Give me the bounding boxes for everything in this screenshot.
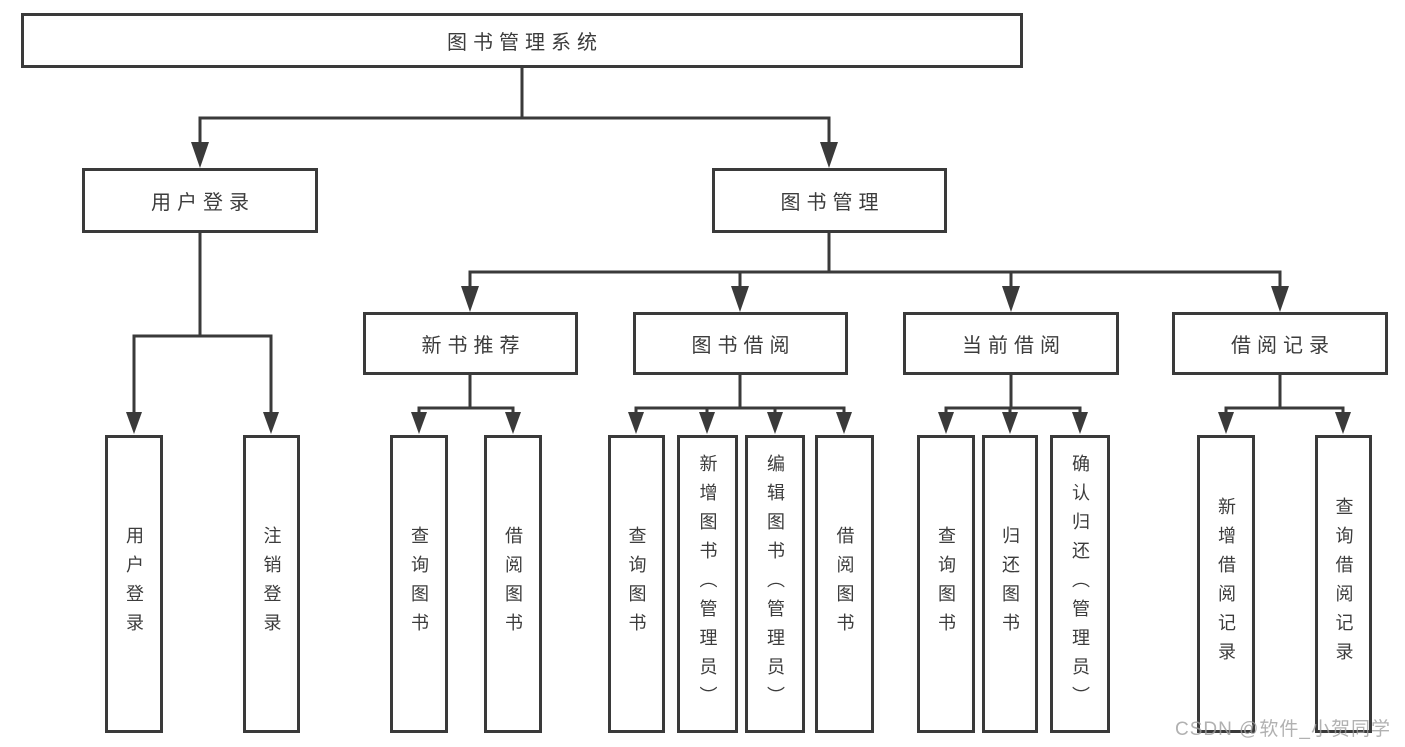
node-borrowing-records: 借阅记录 [1172,312,1388,375]
leaf-query-borrow-record: 查询借阅记录 [1315,435,1372,733]
leaf-label: 编辑图书（管理员） [765,453,785,715]
leaf-label: 新增图书（管理员） [697,453,718,715]
leaf-query-books-1: 查询图书 [390,435,448,733]
node-root-system: 图书管理系统 [21,13,1023,68]
leaf-label: 归还图书 [1000,526,1020,642]
csdn-watermark: CSDN @软件_小贺同学 [1175,719,1391,740]
leaf-query-books-2: 查询图书 [608,435,665,733]
leaf-borrow-books-2: 借阅图书 [815,435,874,733]
leaf-label: 查询图书 [936,526,956,642]
leaf-return-books: 归还图书 [982,435,1038,733]
leaf-user-login: 用户登录 [105,435,163,733]
leaf-label: 查询图书 [626,526,647,642]
leaf-confirm-return-admin: 确认归还（管理员） [1050,435,1110,733]
leaf-borrow-books-1: 借阅图书 [484,435,542,733]
arrowhead-icons [126,142,1351,434]
leaf-add-books-admin: 新增图书（管理员） [677,435,738,733]
leaf-add-borrow-record: 新增借阅记录 [1197,435,1255,733]
leaf-label: 确认归还（管理员） [1070,453,1090,715]
node-current-borrowing: 当前借阅 [903,312,1119,375]
leaf-edit-books-admin: 编辑图书（管理员） [745,435,805,733]
node-book-borrowing: 图书借阅 [633,312,848,375]
node-user-login: 用户登录 [82,168,318,233]
leaf-label: 注销登录 [261,526,282,642]
node-book-management: 图书管理 [712,168,947,233]
leaf-logout: 注销登录 [243,435,300,733]
leaf-label: 借阅图书 [834,526,855,642]
leaf-label: 查询图书 [409,526,429,642]
leaf-label: 新增借阅记录 [1216,497,1236,671]
leaf-label: 借阅图书 [503,526,523,642]
leaf-label: 查询借阅记录 [1333,497,1354,671]
leaf-query-books-3: 查询图书 [917,435,975,733]
node-new-book-recommend: 新书推荐 [363,312,578,375]
leaf-label: 用户登录 [124,526,144,642]
